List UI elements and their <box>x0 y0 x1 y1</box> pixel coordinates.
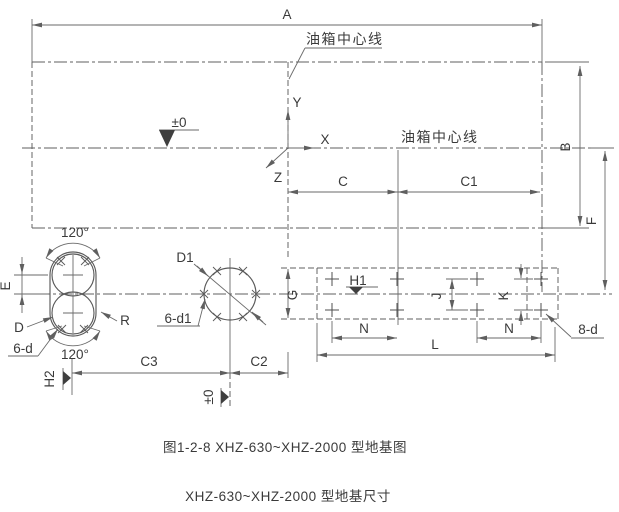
dim-label-c3: C3 <box>140 354 157 369</box>
axis-label-z: Z <box>274 170 282 185</box>
dim-label-a: A <box>282 7 291 22</box>
dim-label-f: F <box>584 217 599 225</box>
captions: 图1-2-8 XHZ-630~XHZ-2000 型地基图 XHZ-630~XHZ… <box>163 439 407 504</box>
dim-label-b: B <box>558 142 573 151</box>
angle-label-top: 120° <box>61 225 89 240</box>
level-zero-top-label: ±0 <box>172 115 187 130</box>
dim-label-d: D <box>14 320 24 335</box>
angle-label-bottom: 120° <box>61 347 89 362</box>
hole-callout-6d: 6-d <box>13 341 33 356</box>
datum-level-icon <box>63 371 71 385</box>
z-axis-arrow-icon <box>265 147 289 169</box>
dim-label-g: G <box>285 290 300 301</box>
slot-hole-detail: 120° 120° D R 6-d <box>8 225 130 362</box>
dim-label-h2: H2 <box>42 370 57 387</box>
datum-level-icon <box>349 287 363 294</box>
dim-label-c1: C1 <box>460 174 477 189</box>
datum-level-icon <box>221 390 229 404</box>
centerline-callouts: 油箱中心线 油箱中心线 <box>288 31 479 145</box>
dimension-lines: A B F C C1 C3 C2 E G <box>0 7 614 408</box>
hole-callout-8d: 8-d <box>578 322 598 337</box>
bolt-pattern-band: 8-d <box>281 267 604 339</box>
tank-centerline-label-top: 油箱中心线 <box>306 31 384 47</box>
dim-label-c: C <box>338 174 348 189</box>
dim-label-j: J <box>429 293 444 300</box>
tank-centerline-label-mid: 油箱中心线 <box>401 129 479 145</box>
level-zero-bottom-label: ±0 <box>201 390 216 405</box>
tank-outline <box>15 61 612 295</box>
coordinate-axes: Y X Z <box>265 95 330 185</box>
axis-label-x: X <box>320 132 329 147</box>
dim-label-d1: D1 <box>176 250 193 265</box>
dim-label-c2: C2 <box>250 354 267 369</box>
dim-label-r: R <box>120 313 130 328</box>
table-title: XHZ-630~XHZ-2000 型地基尺寸 <box>185 488 391 504</box>
dim-label-e: E <box>0 281 13 290</box>
hole-callout-6d1: 6-d1 <box>164 311 191 326</box>
dim-label-n-left: N <box>359 321 369 336</box>
hole-tick-marks <box>199 266 261 322</box>
bolt-circle-detail: D1 6-d1 <box>157 250 267 327</box>
axis-label-y: Y <box>292 95 301 110</box>
datum-symbols: ±0 H1 H2 ±0 <box>42 115 378 407</box>
dim-label-h1: H1 <box>349 273 366 288</box>
anchor-bolt-marks <box>325 272 548 317</box>
datum-level-icon <box>159 130 175 147</box>
dim-label-k: K <box>496 291 511 300</box>
dim-label-n-right: N <box>504 321 514 336</box>
figure-caption: 图1-2-8 XHZ-630~XHZ-2000 型地基图 <box>163 439 407 455</box>
dim-label-l: L <box>431 337 439 352</box>
